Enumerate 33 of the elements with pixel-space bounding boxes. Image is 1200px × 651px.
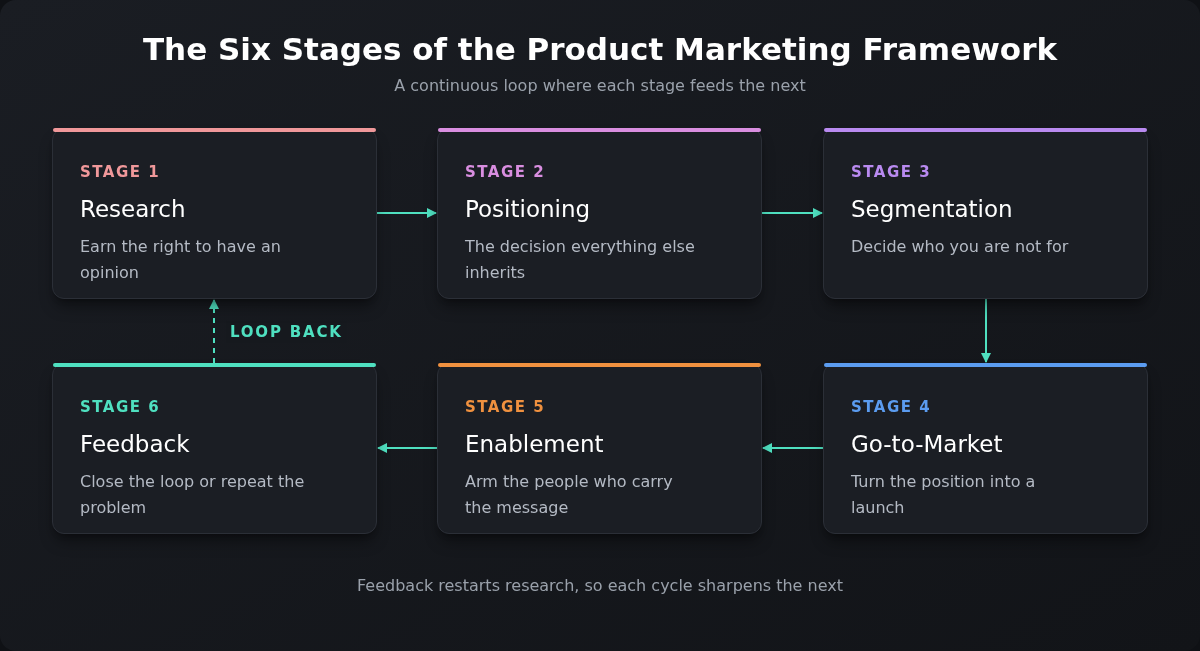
subtitle: A continuous loop where each stage feeds the next xyxy=(394,75,806,97)
stage-description: Turn the position into a launch xyxy=(851,471,1037,519)
arrow xyxy=(376,208,437,218)
stage-name: Segmentation xyxy=(851,194,1014,224)
arrow xyxy=(981,298,991,363)
stage-name: Research xyxy=(80,194,187,224)
stage-label: STAGE 2 xyxy=(465,162,547,183)
arrow xyxy=(377,443,438,453)
stage-card xyxy=(52,363,377,534)
stage-card xyxy=(823,363,1148,534)
stage-label: STAGE 5 xyxy=(465,397,547,418)
stage-name: Enablement xyxy=(465,429,605,459)
stage-description: Arm the people who carry the message xyxy=(465,471,674,519)
arrow xyxy=(762,443,824,453)
stage-description: Decide who you are not for xyxy=(851,236,1070,258)
stage-card xyxy=(437,363,762,534)
stage-label: STAGE 3 xyxy=(851,162,933,183)
stage-name: Feedback xyxy=(80,429,191,459)
stage-label: STAGE 4 xyxy=(851,397,933,418)
stage-name: Positioning xyxy=(465,194,592,224)
stage-description: The decision everything else inherits xyxy=(465,236,695,284)
dashed-arrow xyxy=(209,299,219,364)
stage-name: Go-to-Market xyxy=(851,429,1004,459)
stage-card xyxy=(823,128,1148,299)
stage-description: Earn the right to have an opinion xyxy=(80,236,282,284)
footnote: Feedback restarts research, so each cycle sharpens the next xyxy=(357,575,843,597)
stage-card xyxy=(437,128,762,299)
arrow xyxy=(761,208,823,218)
stage-label: STAGE 1 xyxy=(80,162,162,183)
stage-label: STAGE 6 xyxy=(80,397,162,418)
stage-description: Close the loop or repeat the problem xyxy=(80,471,306,519)
title: The Six Stages of the Product Marketing Framework xyxy=(142,30,1058,69)
stage-card xyxy=(52,128,377,299)
